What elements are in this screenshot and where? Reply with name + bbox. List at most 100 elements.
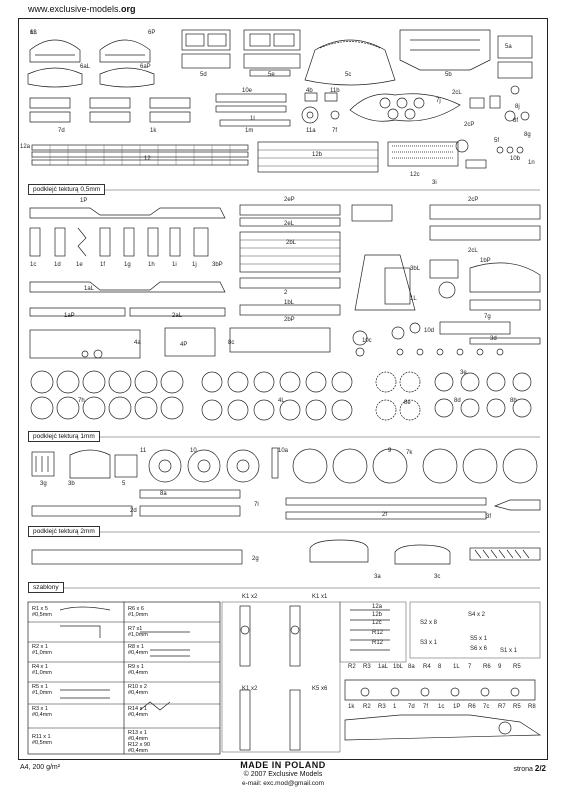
part-label: 1aL	[84, 286, 95, 292]
parts-5b-5a	[399, 29, 533, 79]
axle-label: R3	[363, 664, 371, 670]
row2-parts	[215, 85, 530, 127]
subassembly-label: 12b	[372, 612, 383, 618]
part-label: 2eL	[284, 221, 295, 227]
part-label: 6P	[148, 30, 156, 36]
axle-label: 9	[498, 664, 502, 670]
part-label: 8f	[513, 118, 519, 124]
subassembly-label: K1 x2	[242, 594, 258, 600]
part-label: 9	[388, 448, 392, 454]
copyright-text: © 2007 Exclusive Models	[243, 771, 323, 778]
email-text[interactable]: e-mail: exc.mod@gmail.com	[241, 780, 325, 787]
section-cardboard-05mm: podklejć tekturą 0,5mm	[28, 184, 106, 195]
subassembly-label: S1 x 1	[500, 648, 518, 654]
subassembly-label: 12c	[372, 620, 382, 626]
axle-label: R5	[513, 704, 521, 710]
page-num: 2/2	[534, 764, 546, 773]
axle-label: 1bL	[393, 664, 404, 670]
site-url[interactable]: www.exclusive-models.org	[28, 4, 136, 14]
part-label: 10c	[362, 338, 372, 344]
part-label: 3d	[490, 336, 497, 342]
track-strips	[31, 139, 524, 173]
axle-label: 7d	[408, 704, 415, 710]
template-spec: R6 x 6#1,0mm	[128, 606, 148, 618]
part-label: 8c	[228, 340, 235, 346]
part-label: 8g	[524, 132, 531, 138]
part-label: 12a	[20, 144, 31, 150]
axle-label: 1	[393, 704, 397, 710]
cardboard-2mm-parts	[31, 539, 541, 565]
template-spec: R14 x 1#0,4mm	[128, 706, 148, 718]
part-label: 1bP	[480, 258, 491, 264]
axle-label: R2	[363, 704, 371, 710]
seat-parts	[181, 29, 301, 77]
part-label: 3f	[486, 514, 492, 520]
part-label: 4b	[306, 88, 313, 94]
part-label: 7g	[484, 314, 491, 320]
chassis-rails	[29, 207, 331, 359]
template-spec: R13 x 1#0,4mm	[128, 730, 148, 742]
axle-label: 8	[438, 664, 442, 670]
part-label: 11	[140, 448, 147, 454]
axle-label: 1L	[453, 664, 460, 670]
template-spec: R8 x 1#0,4mm	[128, 644, 148, 656]
part-label: 7k	[406, 450, 413, 456]
part-label: 6L	[30, 30, 37, 36]
axle-label: 1c	[438, 704, 445, 710]
part-label: 1m	[245, 128, 254, 134]
subassemblies	[221, 601, 542, 753]
part-label: 4L	[278, 398, 285, 404]
site-url-suffix: org	[121, 4, 136, 14]
part-label: 1d	[54, 262, 61, 268]
axle-label: 1aL	[378, 664, 389, 670]
subassembly-label: K1 x2	[242, 686, 258, 692]
part-label: 8d	[454, 398, 461, 404]
part-label: 10a	[278, 448, 289, 454]
part-label: 1g	[124, 262, 131, 268]
template-spec: R12 x 90#0,4mm	[128, 742, 151, 754]
part-label: 3bL	[410, 266, 421, 272]
part-label: 5d	[200, 72, 207, 78]
paper-spec: A4, 200 g/m²	[20, 764, 61, 771]
page-prefix: strona	[513, 766, 535, 773]
axle-label: R7	[498, 704, 506, 710]
subassembly-label: R12	[372, 640, 384, 646]
part-label: 5e	[268, 72, 275, 78]
section-templates: szablony	[28, 582, 64, 593]
part-label: 2f	[382, 512, 388, 518]
part-label: 5f	[494, 138, 500, 144]
part-label: 1h	[148, 262, 155, 268]
subassembly-label: S6 x 6	[470, 646, 488, 652]
part-label: 1k	[150, 128, 157, 134]
site-url-prefix: www.exclusive-models.	[28, 4, 122, 14]
part-label: 3g	[40, 481, 47, 487]
part-label: 2cP	[468, 197, 479, 203]
part-label: 5c	[345, 72, 352, 78]
part-label: 4P	[180, 342, 188, 348]
part-label: 7j	[436, 98, 441, 104]
axle-label: R6	[483, 664, 491, 670]
part-label: 12	[144, 156, 151, 162]
part-label: 4a	[134, 340, 141, 346]
part-label: 3b	[68, 481, 75, 487]
subassembly-label: K5 x6	[312, 686, 328, 692]
part-label: 5b	[445, 72, 452, 78]
subassembly-label: S2 x 8	[420, 620, 438, 626]
axle-label: 7f	[423, 704, 429, 710]
part-label: 2d	[130, 508, 137, 514]
template-spec: R1 x 5#0,5mm	[32, 606, 52, 618]
templates-grid	[27, 601, 221, 755]
part-label: 1bL	[284, 300, 295, 306]
part-label: 7l	[254, 502, 259, 508]
part-label: 2aL	[172, 313, 183, 319]
axle-label: R6	[468, 704, 476, 710]
template-spec: R11 x 1#0,5mm	[32, 734, 52, 746]
axle-label: 7c	[483, 704, 490, 710]
part-label: 1n	[528, 160, 535, 166]
section-cardboard-1mm: podklejć tekturą 1mm	[28, 431, 100, 442]
made-in-text: MADE IN POLAND	[240, 760, 326, 770]
part-label: 2	[284, 290, 288, 296]
sheet-frame	[18, 18, 548, 760]
subassembly-label: S3 x 1	[420, 640, 438, 646]
